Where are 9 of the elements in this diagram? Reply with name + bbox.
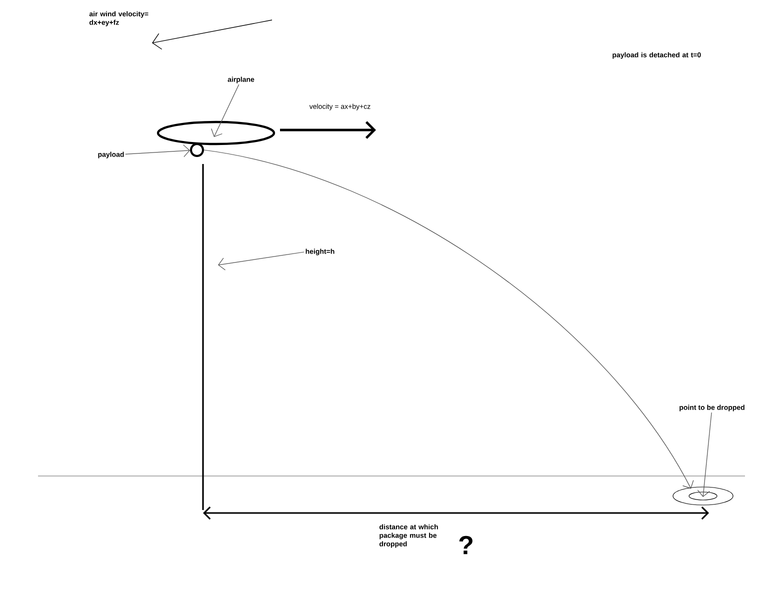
- leader-line: [218, 252, 304, 270]
- leader-line: [125, 144, 190, 158]
- leader-line: [211, 84, 240, 137]
- target-drawing: [672, 486, 734, 506]
- payload-circle: [190, 143, 204, 157]
- airplane-ellipse: [156, 120, 276, 146]
- question-mark: ?: [459, 536, 472, 554]
- trajectory-curve: [204, 150, 694, 489]
- leader-line: [697, 412, 712, 497]
